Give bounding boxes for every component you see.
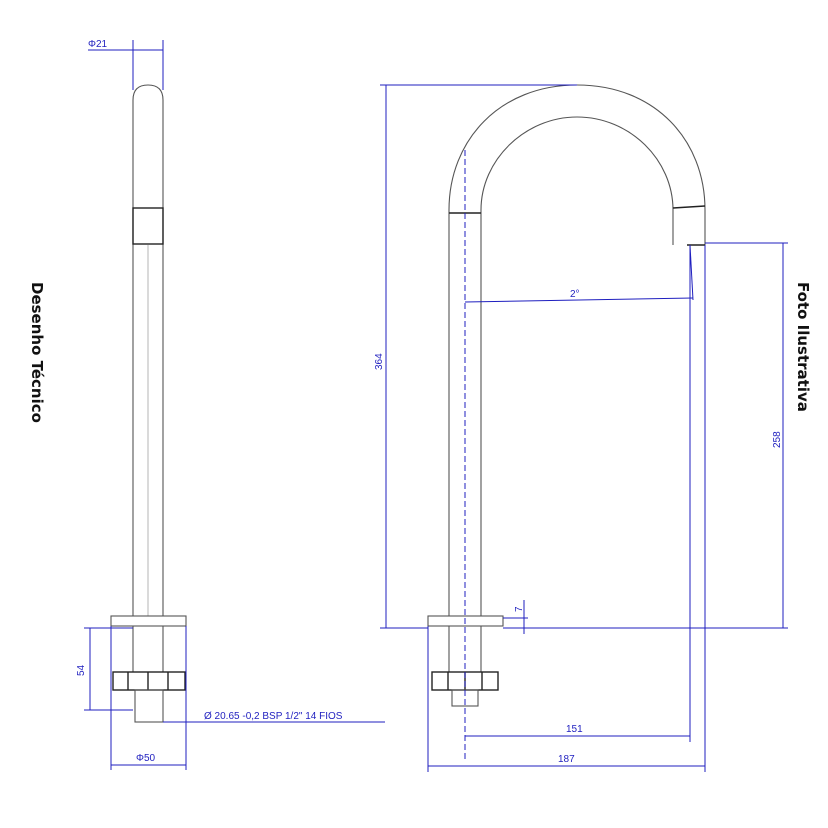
total-height-label: 364 [374,353,385,370]
total-width-label: 187 [558,754,575,765]
angle-label: 2° [570,289,580,300]
side-view-base-plate [110,615,187,627]
left-title: Desenho Técnico [28,282,46,423]
side-view-nut [112,671,186,691]
top-diameter-label: Φ21 [88,39,108,50]
small-offset-label: 7 [514,606,525,612]
thread-spec-label: Ø 20.65 -0,2 BSP 1/2" 14 FIOS [204,711,343,722]
front-view-spout-tip-top [672,205,706,209]
front-view-body [448,626,482,672]
front-view-base-plate [427,615,504,627]
side-view-aerator [132,207,164,245]
front-view: 364 2° 258 7 151 187 Foto Ilustrativa [374,84,812,772]
side-view: Φ21 54 Ø 20.65 -0,2 BSP 1/2" 14 FIOS Φ50… [28,39,385,770]
front-view-spout-inner [480,116,674,616]
base-diameter-label: Φ50 [136,753,156,764]
front-view-spout-outer [448,84,706,616]
side-view-body [132,626,164,672]
base-height-label: 54 [76,664,87,676]
right-title: Foto Ilustrativa [794,282,812,412]
spout-reach-label: 151 [566,724,583,735]
spout-height-label: 258 [772,431,783,448]
side-view-tube [132,84,164,616]
side-view-threaded-stem [134,689,164,723]
angle-line-horizontal [464,297,694,303]
